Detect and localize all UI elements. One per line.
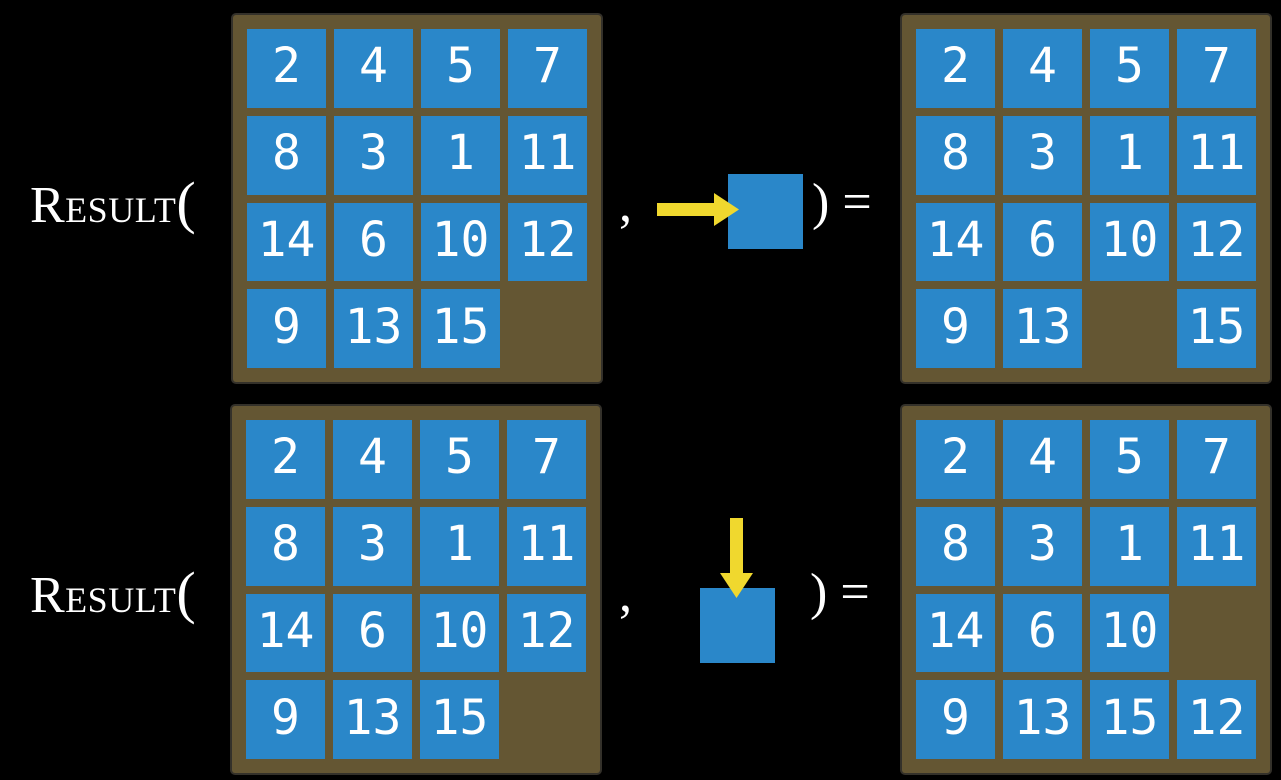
comma-separator-1: , [619, 176, 632, 233]
puzzle-tile-6: 6 [1003, 202, 1082, 282]
puzzle-tile-7: 7 [508, 29, 587, 108]
down-arrow-icon [720, 518, 753, 598]
puzzle-tile-2: 2 [916, 420, 995, 499]
result-function-name: Result [30, 567, 177, 624]
puzzle-tile-5: 5 [420, 420, 499, 499]
puzzle-tile-10: 10 [420, 593, 499, 673]
puzzle-tile-4: 4 [1003, 420, 1082, 499]
puzzle-tile-14: 14 [916, 593, 995, 673]
puzzle-tile-7: 7 [507, 420, 586, 499]
puzzle-tile-11: 11 [1177, 506, 1256, 586]
puzzle-tile-10: 10 [1090, 593, 1169, 673]
puzzle-tile-6: 6 [1003, 593, 1082, 673]
puzzle-tile-15: 15 [1177, 289, 1256, 368]
puzzle-tile-11: 11 [1177, 115, 1256, 195]
puzzle-tile-9: 9 [246, 680, 325, 759]
puzzle-tile-14: 14 [246, 593, 325, 673]
puzzle-tile-3: 3 [1003, 506, 1082, 586]
puzzle-tile-13: 13 [334, 289, 413, 368]
puzzle-tile-1: 1 [421, 115, 500, 195]
puzzle-tile-2: 2 [246, 420, 325, 499]
puzzle-tile-8: 8 [916, 506, 995, 586]
result-function-label-2: Result( [30, 560, 196, 629]
blank-space [1090, 289, 1169, 368]
puzzle-tile-5: 5 [1090, 29, 1169, 108]
result-function-label-1: Result( [30, 170, 196, 239]
puzzle-tile-8: 8 [916, 115, 995, 195]
puzzle-tile-5: 5 [421, 29, 500, 108]
puzzle-tile-15: 15 [420, 680, 499, 759]
puzzle-tile-14: 14 [916, 202, 995, 282]
puzzle-tile-14: 14 [247, 202, 326, 282]
result-function-name: Result [30, 177, 177, 234]
moved-tile-square-1 [728, 174, 803, 249]
comma-separator-2: , [619, 566, 632, 623]
puzzle-tile-12: 12 [1177, 202, 1256, 282]
puzzle-tile-13: 13 [333, 680, 412, 759]
puzzle-tile-9: 9 [247, 289, 326, 368]
open-paren: ( [176, 560, 196, 625]
puzzle-tile-11: 11 [508, 115, 587, 195]
puzzle-tile-10: 10 [1090, 202, 1169, 282]
puzzle-tile-9: 9 [916, 289, 995, 368]
puzzle-tile-7: 7 [1177, 420, 1256, 499]
puzzle-tile-12: 12 [507, 593, 586, 673]
close-paren-equals-1: ) = [812, 174, 872, 231]
puzzle-tile-11: 11 [507, 506, 586, 586]
puzzle-tile-15: 15 [421, 289, 500, 368]
puzzle-tile-3: 3 [334, 115, 413, 195]
puzzle-tile-1: 1 [1090, 115, 1169, 195]
puzzle-tile-4: 4 [333, 420, 412, 499]
puzzle-tile-13: 13 [1003, 680, 1082, 759]
puzzle-tile-12: 12 [1177, 680, 1256, 759]
open-paren: ( [176, 170, 196, 235]
puzzle-tile-13: 13 [1003, 289, 1082, 368]
puzzle-tile-10: 10 [421, 202, 500, 282]
puzzle-tile-2: 2 [247, 29, 326, 108]
puzzle-tile-6: 6 [333, 593, 412, 673]
puzzle-tile-4: 4 [1003, 29, 1082, 108]
puzzle-tile-4: 4 [334, 29, 413, 108]
blank-space [507, 680, 586, 759]
puzzle-tile-2: 2 [916, 29, 995, 108]
blank-space [508, 289, 587, 368]
puzzle-tile-5: 5 [1090, 420, 1169, 499]
puzzle-tile-3: 3 [333, 506, 412, 586]
puzzle-tile-12: 12 [508, 202, 587, 282]
puzzle-tile-7: 7 [1177, 29, 1256, 108]
puzzle-tile-15: 15 [1090, 680, 1169, 759]
puzzle-tile-1: 1 [1090, 506, 1169, 586]
right-arrow-icon [657, 193, 739, 226]
close-paren-equals-2: ) = [810, 564, 870, 621]
moved-tile-square-2 [700, 588, 775, 663]
puzzle-tile-1: 1 [420, 506, 499, 586]
puzzle-tile-9: 9 [916, 680, 995, 759]
puzzle-tile-3: 3 [1003, 115, 1082, 195]
puzzle-tile-8: 8 [246, 506, 325, 586]
puzzle-tile-6: 6 [334, 202, 413, 282]
puzzle-tile-8: 8 [247, 115, 326, 195]
blank-space [1177, 594, 1256, 673]
